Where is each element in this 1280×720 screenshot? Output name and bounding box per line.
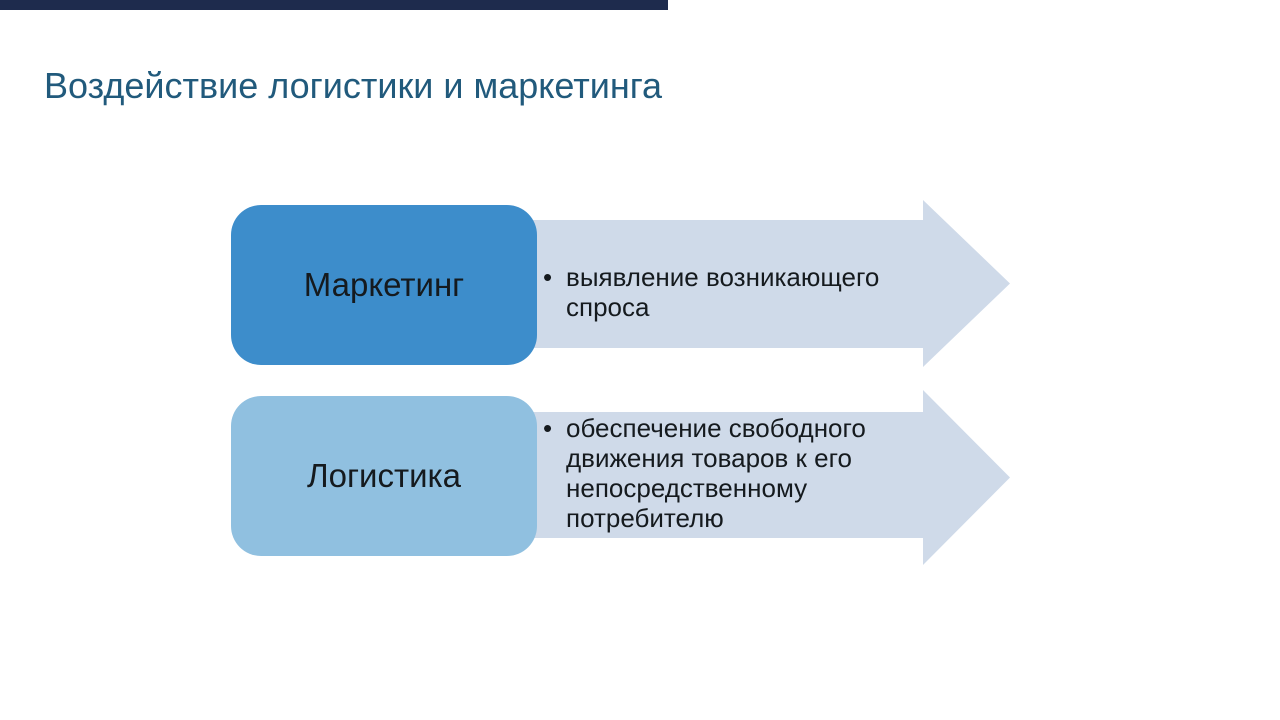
- marketing-bullet-text: выявление возникающего спроса: [566, 262, 880, 322]
- slide-title: Воздействие логистики и маркетинга: [44, 65, 663, 106]
- logistics-box: Логистика: [231, 396, 537, 556]
- marketing-bullet-item: • выявление возникающего спроса: [540, 262, 918, 322]
- marketing-arrow-shape: [530, 200, 1010, 367]
- marketing-box: Маркетинг: [231, 205, 537, 365]
- marketing-box-label: Маркетинг: [303, 266, 465, 303]
- bullet-dot-icon: •: [543, 262, 553, 292]
- logistics-bullet-item: • обеспечение свободного движения товаро…: [540, 413, 918, 533]
- logistics-box-label: Логистика: [306, 457, 462, 494]
- bullet-dot-icon: •: [543, 413, 553, 443]
- logistics-bullet-text: обеспечение свободного движения товаров …: [566, 413, 866, 533]
- logistics-arrow-shape: [530, 390, 1010, 565]
- top-accent-bar: [0, 0, 668, 10]
